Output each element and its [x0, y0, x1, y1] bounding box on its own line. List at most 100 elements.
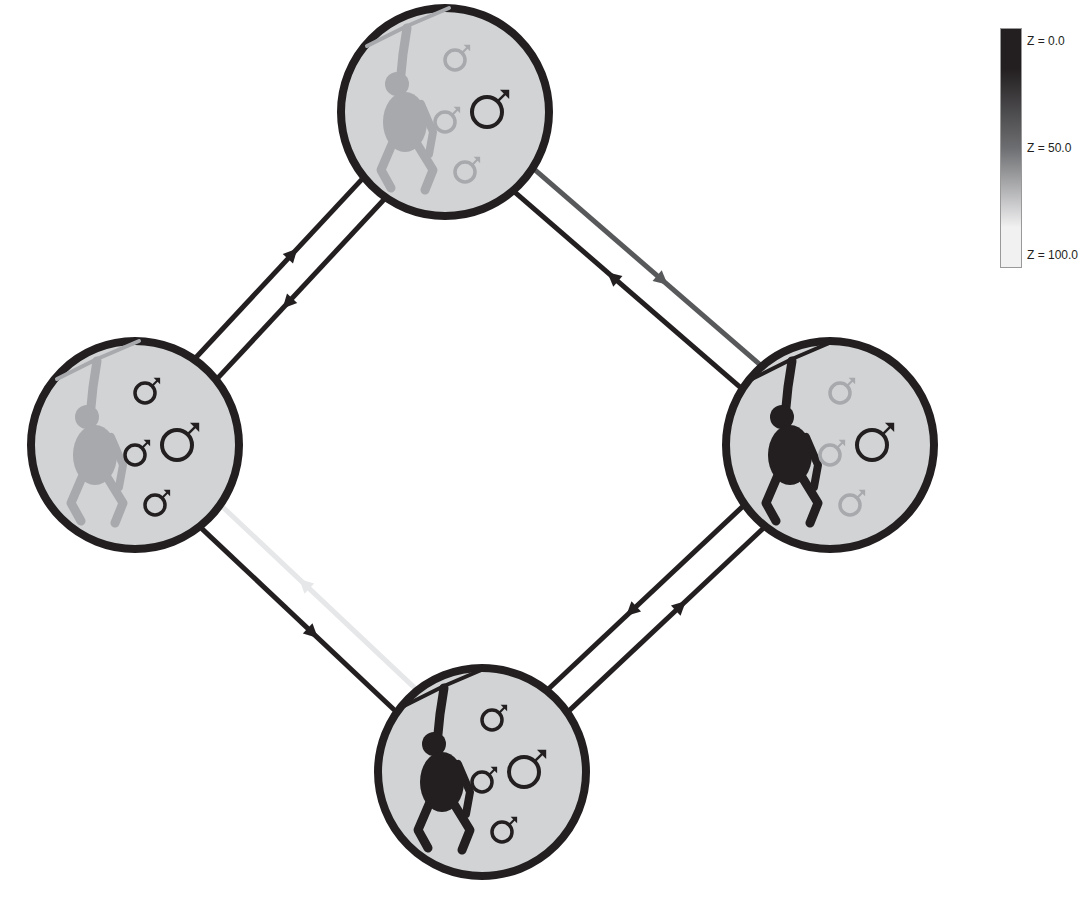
male-symbol	[135, 378, 160, 403]
male-symbol-head	[454, 107, 461, 114]
connector-line	[549, 507, 743, 689]
orangutan-limb	[766, 475, 778, 521]
legend-label: Z = 100.0	[1027, 248, 1078, 262]
male-symbol-ring	[840, 495, 860, 515]
male-symbol-ring	[472, 97, 502, 127]
orangutan-limb	[107, 477, 123, 523]
connector-line	[196, 179, 362, 357]
male-symbol-head	[511, 817, 518, 824]
arrow-head	[653, 270, 668, 284]
male-symbol-shaft	[535, 751, 546, 762]
connector-line	[218, 200, 384, 378]
legend-swatch	[1000, 108, 1022, 188]
connector-line	[515, 193, 740, 387]
male-symbol	[492, 817, 517, 842]
male-symbol-ring	[125, 445, 145, 465]
migration-arrow	[549, 507, 743, 689]
male-symbol-shaft	[472, 158, 479, 165]
circle-border	[31, 341, 239, 549]
legend-label: Z = 50.0	[1027, 141, 1071, 155]
orangutan-limb	[71, 475, 83, 521]
arrow-head	[303, 623, 318, 638]
male-symbol	[145, 490, 170, 515]
male-symbol-shaft	[152, 379, 159, 386]
male-symbol	[125, 440, 150, 465]
male-symbol-shaft	[499, 706, 506, 713]
male-symbol-ring	[135, 383, 155, 403]
male-symbol-head	[164, 490, 171, 497]
male-symbol	[830, 378, 855, 403]
orangutan-limb	[418, 802, 430, 848]
population-circle	[337, 4, 553, 220]
legend-swatch	[1000, 188, 1022, 268]
arrow-head	[671, 601, 686, 616]
orangutan-silhouette	[57, 341, 139, 523]
male-symbol-head	[464, 45, 471, 52]
orangutan-silhouette	[367, 8, 449, 190]
male-symbol	[162, 423, 199, 460]
orangutan-silhouette	[752, 341, 834, 523]
male-symbol	[857, 423, 894, 460]
connector-line	[222, 507, 415, 689]
arrow-head	[283, 249, 298, 264]
male-symbol-shaft	[509, 818, 516, 825]
orangutan-limb	[417, 144, 433, 190]
circle-outline	[722, 337, 938, 553]
male-symbol	[509, 750, 546, 787]
male-symbol	[482, 705, 507, 730]
male-symbol	[840, 490, 865, 515]
male-symbol-ring	[820, 445, 840, 465]
migration-arrow	[535, 170, 760, 364]
orangutan-limb	[381, 142, 393, 188]
arrow-head	[626, 601, 641, 616]
connector-line	[202, 529, 395, 711]
male-symbol	[445, 45, 470, 70]
male-symbol-head	[537, 750, 546, 759]
male-symbol-shaft	[857, 491, 864, 498]
male-symbol-head	[859, 490, 866, 497]
migration-arrow	[196, 179, 362, 357]
population-circle	[374, 664, 590, 880]
male-symbol-ring	[472, 772, 492, 792]
population-circle	[722, 337, 938, 553]
male-symbol-ring	[435, 112, 455, 132]
male-symbol-head	[501, 705, 508, 712]
male-symbol-ring	[445, 50, 465, 70]
male-symbol-ring	[482, 710, 502, 730]
male-symbol-shaft	[452, 108, 459, 115]
male-symbol-shaft	[489, 768, 496, 775]
circle-border	[341, 8, 549, 216]
orangutan-limb	[438, 688, 444, 734]
circle-outline	[27, 337, 243, 553]
male-symbol-shaft	[498, 91, 509, 102]
migration-arrow	[218, 200, 384, 378]
connector-line	[535, 170, 760, 364]
male-symbol-ring	[509, 757, 539, 787]
male-symbol-head	[885, 423, 894, 432]
migration-arrow	[515, 193, 740, 387]
male-symbol-shaft	[883, 424, 894, 435]
male-symbol-ring	[830, 383, 850, 403]
legend-swatch	[1000, 28, 1022, 108]
male-symbol-shaft	[837, 441, 844, 448]
male-symbol-shaft	[142, 441, 149, 448]
male-symbol-ring	[162, 430, 192, 460]
male-symbol-ring	[857, 430, 887, 460]
population-circle	[27, 337, 243, 553]
migration-arrow	[202, 529, 395, 711]
orangutan-silhouette	[404, 668, 486, 850]
male-symbol-shaft	[847, 379, 854, 386]
orangutan-limb	[454, 804, 470, 850]
male-symbol	[455, 157, 480, 182]
male-symbol-ring	[492, 822, 512, 842]
male-symbol	[435, 107, 460, 132]
male-symbol-head	[500, 90, 509, 99]
male-symbol-shaft	[462, 46, 469, 53]
circle-border	[378, 668, 586, 876]
male-symbol	[472, 767, 497, 792]
male-symbol-head	[190, 423, 199, 432]
circle-border	[726, 341, 934, 549]
male-symbol-head	[474, 157, 481, 164]
male-symbol	[820, 440, 845, 465]
